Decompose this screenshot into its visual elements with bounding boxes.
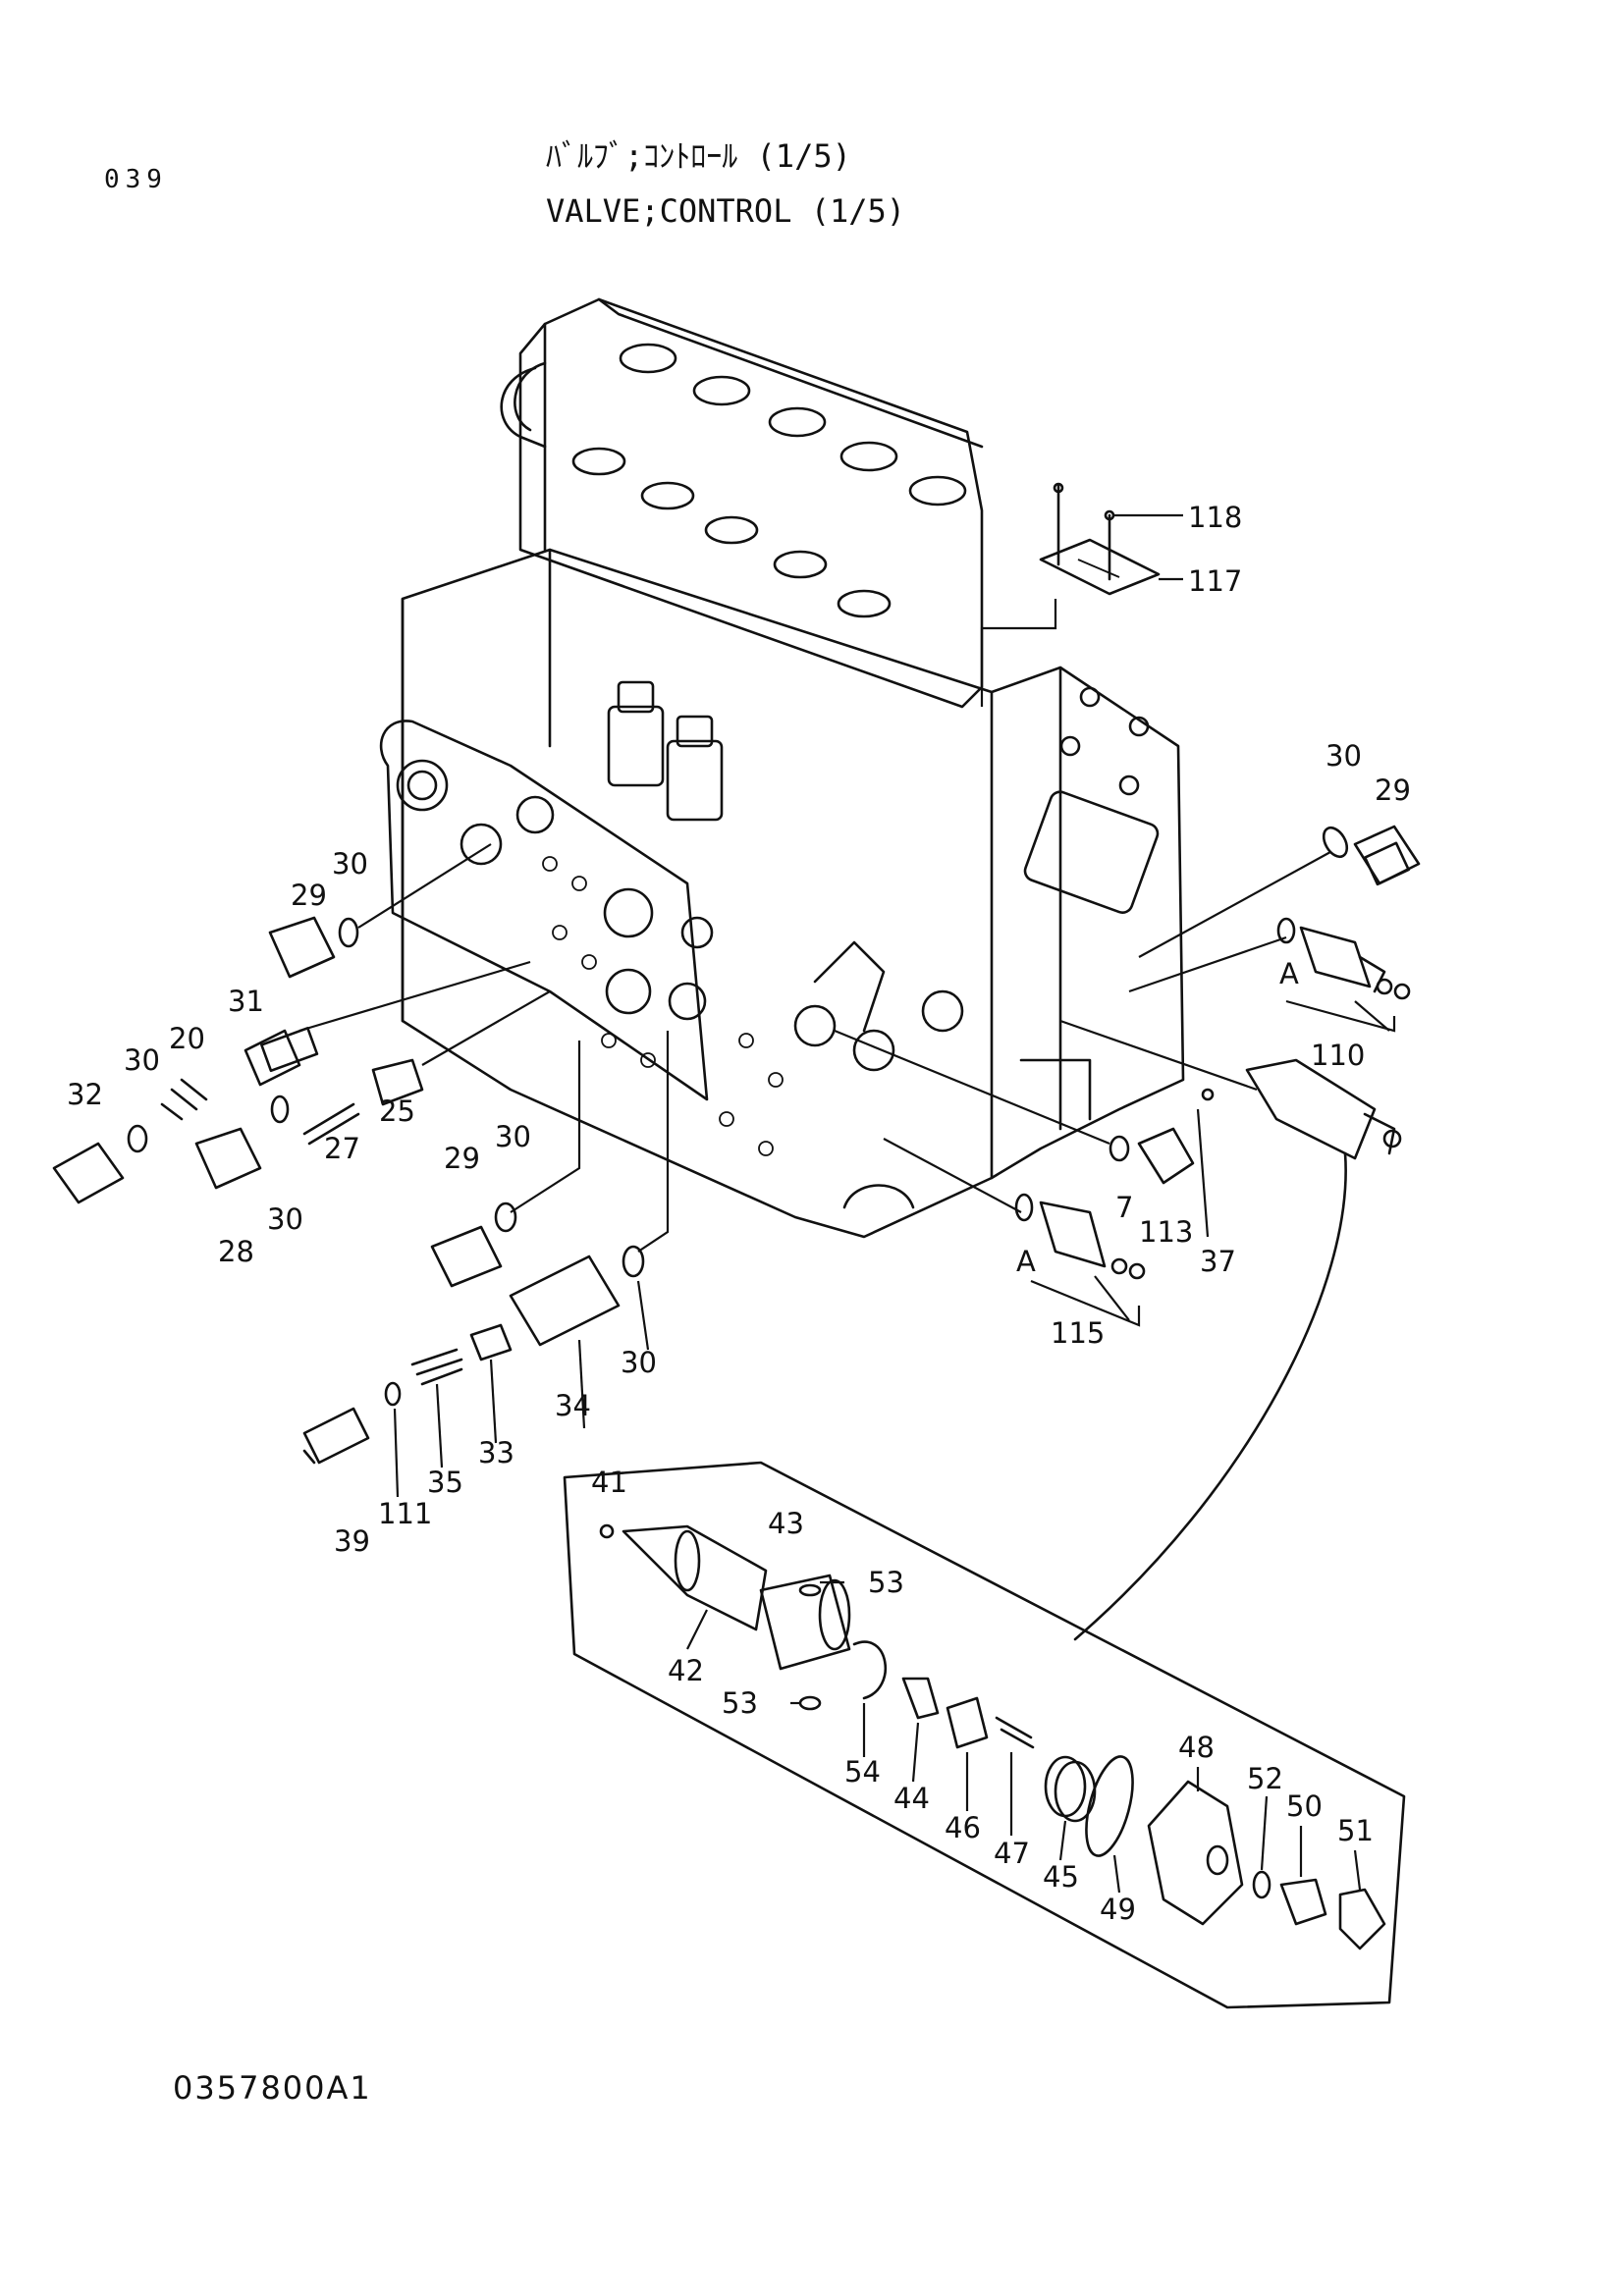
callout-113: 113 xyxy=(1139,1215,1193,1249)
title-japanese: ﾊﾞﾙﾌﾞ;ｺﾝﾄﾛｰﾙ (1/5) xyxy=(546,137,851,175)
callout-44: 44 xyxy=(893,1782,930,1815)
callout-50: 50 xyxy=(1286,1789,1323,1823)
callout-29-middle: 29 xyxy=(444,1142,480,1175)
callout-29-right: 29 xyxy=(1375,774,1411,807)
page-number: 039 xyxy=(104,165,168,194)
callout-labels: 118 117 30 29 A 110 29 30 31 20 30 32 27… xyxy=(67,501,1411,1926)
callout-25: 25 xyxy=(379,1095,415,1128)
callout-115: 115 xyxy=(1051,1316,1105,1350)
callout-41: 41 xyxy=(591,1466,627,1499)
callout-30-middle: 30 xyxy=(495,1120,531,1153)
callout-30-bottom: 30 xyxy=(267,1202,303,1236)
callout-30-left: 30 xyxy=(332,847,368,881)
control-valve-body xyxy=(379,297,1185,1239)
callout-48: 48 xyxy=(1178,1731,1215,1764)
callout-46: 46 xyxy=(945,1811,981,1844)
callout-54: 54 xyxy=(844,1755,881,1789)
callout-35: 35 xyxy=(427,1466,463,1499)
callout-28: 28 xyxy=(218,1235,254,1268)
callout-53-upper: 53 xyxy=(868,1566,904,1599)
callout-51: 51 xyxy=(1337,1814,1374,1847)
callout-30-center: 30 xyxy=(621,1346,657,1379)
callout-31: 31 xyxy=(228,985,264,1018)
callout-39: 39 xyxy=(334,1524,370,1558)
left-side-parts xyxy=(52,843,670,1465)
callout-29-left: 29 xyxy=(291,879,327,912)
callout-52: 52 xyxy=(1247,1762,1283,1795)
callout-7: 7 xyxy=(1115,1191,1133,1224)
callout-20: 20 xyxy=(169,1022,205,1055)
plug-113-assembly xyxy=(834,1029,1215,1238)
callout-110: 110 xyxy=(1311,1039,1365,1072)
drawing-number: 0357800A1 xyxy=(173,2069,372,2107)
callout-111: 111 xyxy=(378,1497,432,1530)
name-plate-assembly xyxy=(980,482,1183,707)
callout-45: 45 xyxy=(1043,1860,1079,1894)
callout-34: 34 xyxy=(555,1389,591,1422)
detail-inset xyxy=(563,1461,1406,2009)
callout-49: 49 xyxy=(1100,1893,1136,1926)
callout-37: 37 xyxy=(1200,1245,1236,1278)
callout-117: 117 xyxy=(1188,564,1242,598)
callout-27: 27 xyxy=(324,1132,360,1165)
right-plug-and-relief xyxy=(1059,825,1421,1641)
callout-118: 118 xyxy=(1188,501,1242,534)
callout-30-right: 30 xyxy=(1325,739,1362,773)
title-english: VALVE;CONTROL (1/5) xyxy=(546,192,906,230)
callout-30-far-left: 30 xyxy=(124,1043,160,1077)
callout-a-lower: A xyxy=(1016,1245,1036,1278)
callout-42: 42 xyxy=(668,1654,704,1687)
callout-32: 32 xyxy=(67,1078,103,1111)
valve-115-assembly xyxy=(883,1138,1146,1327)
callout-53-lower: 53 xyxy=(722,1686,758,1720)
callout-43: 43 xyxy=(768,1507,804,1540)
callout-leaders xyxy=(393,1280,1362,1894)
callout-47: 47 xyxy=(994,1837,1030,1870)
callout-a-upper: A xyxy=(1279,957,1299,990)
